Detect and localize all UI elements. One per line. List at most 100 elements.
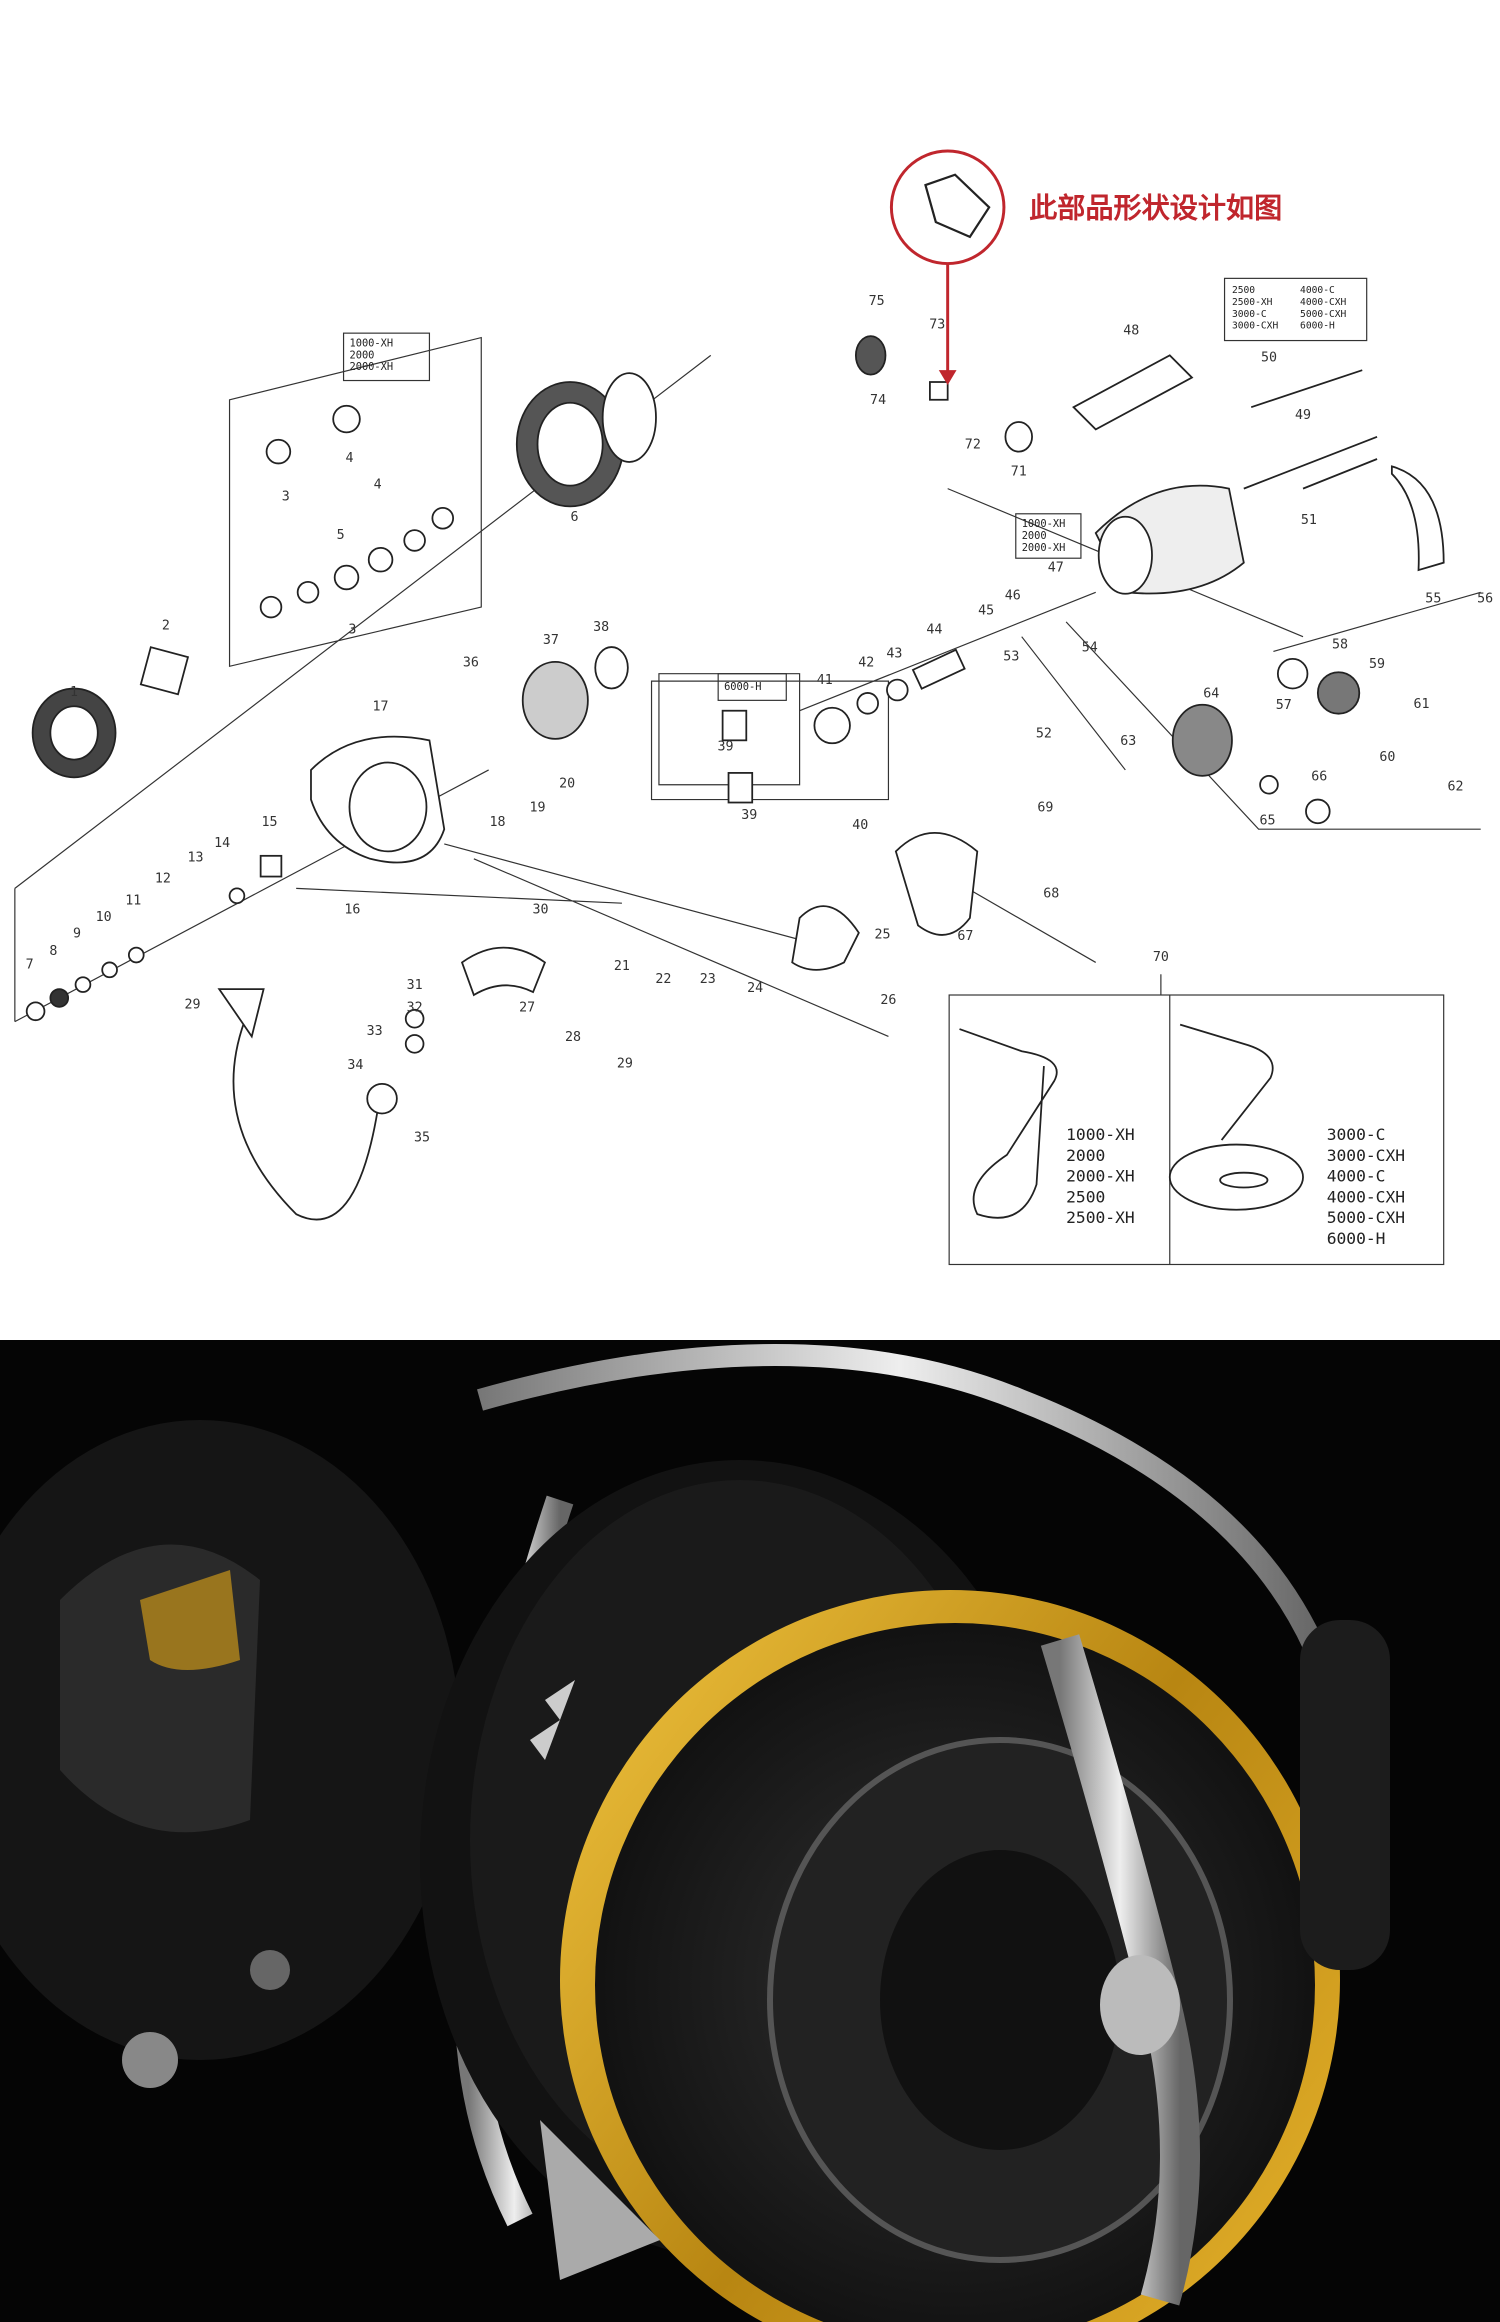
part47-box-model: 1000-XH [1022,518,1066,530]
part-number-22: 22 [655,972,671,987]
bail-box-model: 2500 [1232,285,1255,296]
part-number-1: 1 [70,685,78,700]
part-number-27: 27 [519,1000,535,1015]
part47-box-model: 2000-XH [1022,542,1066,554]
bail-box-model: 3000-C [1232,309,1267,320]
reel-product-photo [0,1340,1500,2322]
part-number-72: 72 [965,438,981,453]
part-number-55: 55 [1425,592,1441,607]
handle-right-model: 4000-C [1327,1167,1386,1186]
handle-left-model: 2000-XH [1066,1167,1135,1186]
model-box-texts: 1000-XH20002000-XH6000-H1000-XH20002000-… [349,285,1405,1248]
part-number-69: 69 [1037,800,1053,815]
bail-box-model: 3000-CXH [1232,321,1278,332]
part-number-45: 45 [978,603,994,618]
part-number-74: 74 [870,393,886,408]
part-number-54: 54 [1082,640,1098,655]
part-number-33: 33 [367,1024,383,1039]
part-number-8: 8 [49,944,57,959]
part-number-16: 16 [344,903,360,918]
part-number-48: 48 [1123,324,1139,339]
handle-left-model: 1000-XH [1066,1125,1135,1144]
handle-left-model: 2000 [1066,1146,1105,1165]
part-number-14: 14 [214,836,230,851]
part-number-60: 60 [1379,750,1395,765]
callout-highlight: 此部品形状设计如图 [889,149,1282,385]
part-number-63: 63 [1120,734,1136,749]
bail-box-model: 6000-H [1300,321,1335,332]
part-number-4: 4 [374,478,382,493]
part-number-12: 12 [155,871,171,886]
part-number-57: 57 [1276,698,1292,713]
part-number-58: 58 [1332,638,1348,653]
handle-left-model: 2500 [1066,1187,1105,1206]
part-number-17: 17 [373,700,389,715]
part-number-25: 25 [875,928,891,943]
part-number-62: 62 [1448,780,1464,795]
part-number-75: 75 [869,294,885,309]
part-number-4: 4 [345,451,353,466]
part-number-13: 13 [187,851,203,866]
diagram-lines [14,277,1481,1266]
part-number-70: 70 [1153,950,1169,965]
spool-box-model: 1000-XH [349,337,393,349]
brand-chevron-logo [530,1680,575,1760]
part-number-23: 23 [700,972,716,987]
part-number-39: 39 [718,740,734,755]
part-number-44: 44 [926,623,942,638]
diagram-svg: 此部品形状设计如图 123344567891011121314151617181… [14,149,1494,1266]
part-number-59: 59 [1369,657,1385,672]
part-number-56: 56 [1477,592,1493,607]
handle-right-model: 3000-CXH [1327,1146,1405,1165]
part-number-3: 3 [282,489,290,504]
part-number-26: 26 [880,993,896,1008]
part-number-53: 53 [1003,649,1019,664]
part-number-21: 21 [614,959,630,974]
part-number-61: 61 [1413,697,1429,712]
part-number-36: 36 [463,655,479,670]
bail-box-model: 5000-CXH [1300,309,1346,320]
part-number-15: 15 [262,815,278,830]
callout-text: 此部品形状设计如图 [1029,192,1282,225]
part-number-73: 73 [929,318,945,333]
part-number-46: 46 [1005,589,1021,604]
handle-box [948,994,1445,1266]
part-number-38: 38 [593,620,609,635]
part-number-29: 29 [617,1057,633,1072]
part-number-47: 47 [1048,561,1064,576]
part-number-6: 6 [571,510,579,525]
part-number-39: 39 [741,808,757,823]
handle-right-model: 5000-CXH [1327,1208,1405,1227]
part-number-51: 51 [1301,513,1317,528]
bail-box-model: 4000-CXH [1300,297,1346,308]
handle-right-model: 6000-H [1327,1229,1386,1248]
part-number-3: 3 [348,623,356,638]
spool-box-model: 2000-XH [349,361,393,373]
part-number-67: 67 [957,929,973,944]
part-number-24: 24 [747,981,763,996]
part-number-43: 43 [886,646,902,661]
bail-box-model: 4000-C [1300,285,1335,296]
part-number-29: 29 [185,997,201,1012]
part-number-2: 2 [162,618,170,633]
part-number-9: 9 [73,926,81,941]
spool-box-model: 2000 [349,349,374,361]
reel-photo-illustration [0,1340,1500,2322]
part39-box-model: 6000-H [724,681,761,693]
part-number-31: 31 [407,978,423,993]
part-number-41: 41 [817,673,833,688]
part-number-32: 32 [407,1000,423,1015]
part-number-28: 28 [565,1030,581,1045]
part-number-19: 19 [530,800,546,815]
part-shapes [25,335,1445,1221]
handle-left-model: 2500-XH [1066,1208,1135,1227]
part47-box-model: 2000 [1022,530,1047,542]
part-number-50: 50 [1261,350,1277,365]
part-number-71: 71 [1011,464,1027,479]
handle-right-model: 3000-C [1327,1125,1386,1144]
part-number-52: 52 [1036,726,1052,741]
part-number-20: 20 [559,777,575,792]
part-number-18: 18 [490,815,506,830]
